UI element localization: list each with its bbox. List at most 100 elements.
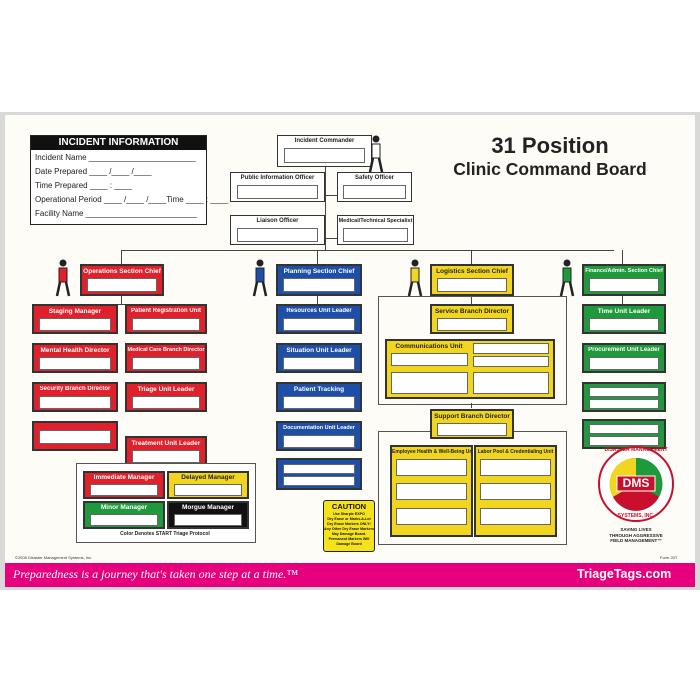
finance-chief-slot[interactable] xyxy=(589,278,659,292)
delayed-manager-box[interactable]: Delayed Manager xyxy=(167,471,249,499)
logistics-chief-slot[interactable] xyxy=(437,278,507,292)
documentation-unit-slot[interactable] xyxy=(283,435,355,448)
medtech-specialist-slot[interactable] xyxy=(343,228,408,242)
comm-slot-4[interactable] xyxy=(391,372,468,394)
patient-registration-box[interactable]: Patient Registration Unit xyxy=(125,304,207,334)
person-icon-logistics xyxy=(405,259,425,302)
footer-slogan: Preparedness is a journey that's taken o… xyxy=(13,567,299,581)
staging-manager-box[interactable]: Staging Manager xyxy=(32,304,118,334)
finance-blank-slot-1a[interactable] xyxy=(589,387,659,397)
time-unit-box[interactable]: Time Unit Leader xyxy=(582,304,666,334)
triage-unit-box[interactable]: Triage Unit Leader xyxy=(125,382,207,412)
medical-care-slot[interactable] xyxy=(132,357,200,370)
time-prepared-field[interactable]: Time Prepared ____ : ____ xyxy=(35,181,133,190)
situation-unit-slot[interactable] xyxy=(283,357,355,370)
planning-blank-box[interactable] xyxy=(276,458,362,490)
pio-box[interactable]: Public Information Officer xyxy=(230,172,325,202)
minor-manager-box[interactable]: Minor Manager xyxy=(83,501,165,529)
service-branch-slot[interactable] xyxy=(437,318,507,331)
security-branch-box[interactable]: Security Branch Director xyxy=(32,382,118,412)
planning-blank-slot-2[interactable] xyxy=(283,476,355,486)
safety-officer-box[interactable]: Safety Officer xyxy=(337,172,412,202)
finance-blank-box-1[interactable] xyxy=(582,382,666,412)
date-prepared-field[interactable]: Date Prepared ____ /____ /____ xyxy=(35,167,152,176)
logistics-chief-box[interactable]: Logistics Section Chief xyxy=(430,264,514,296)
immediate-manager-box[interactable]: Immediate Manager xyxy=(83,471,165,499)
patient-tracking-box[interactable]: Patient Tracking xyxy=(276,382,362,412)
employee-health-slot-1[interactable] xyxy=(396,459,467,476)
service-branch-box[interactable]: Service Branch Director xyxy=(430,304,514,334)
planning-chief-box[interactable]: Planning Section Chief xyxy=(276,264,362,296)
operational-period-field[interactable]: Operational Period ____ /____ /____Time … xyxy=(35,195,229,204)
minor-manager-slot[interactable] xyxy=(90,514,158,526)
medtech-specialist-box[interactable]: Medical/Technical Specialist xyxy=(337,215,414,245)
treatment-unit-box[interactable]: Treatment Unit Leader xyxy=(125,436,207,466)
operations-chief-label: Operations Section Chief xyxy=(83,268,161,275)
procurement-unit-slot[interactable] xyxy=(589,357,659,370)
support-branch-box[interactable]: Support Branch Director xyxy=(430,409,514,439)
operations-chief-slot[interactable] xyxy=(87,278,157,292)
caution-line-1: Use Sharpie EXPO xyxy=(333,512,365,516)
ops-blank-box[interactable] xyxy=(32,421,118,451)
ops-blank-slot[interactable] xyxy=(39,430,111,444)
medical-care-box[interactable]: Medical Care Branch Director xyxy=(125,343,207,373)
employee-health-slot-3[interactable] xyxy=(396,508,467,525)
comm-slot-1[interactable] xyxy=(391,353,468,366)
support-connector xyxy=(471,403,472,408)
comm-slot-5[interactable] xyxy=(473,372,549,394)
patient-tracking-slot[interactable] xyxy=(283,396,355,409)
treatment-unit-slot[interactable] xyxy=(132,450,200,463)
incident-name-field[interactable]: Incident Name ________________________ xyxy=(35,153,196,162)
incident-info-header: INCIDENT INFORMATION xyxy=(31,136,206,150)
employee-health-slot-2[interactable] xyxy=(396,483,467,500)
liaison-officer-box[interactable]: Liaison Officer xyxy=(230,215,325,245)
facility-name-field[interactable]: Facility Name _________________________ xyxy=(35,209,197,218)
mental-health-slot[interactable] xyxy=(39,357,111,370)
labor-pool-box[interactable]: Labor Pool & Credentialing Unit xyxy=(474,445,557,537)
pio-slot[interactable] xyxy=(237,185,318,199)
liaison-officer-slot[interactable] xyxy=(237,228,318,242)
finance-blank-slot-1b[interactable] xyxy=(589,399,659,409)
support-branch-slot[interactable] xyxy=(437,423,507,436)
medtech-connector xyxy=(325,238,337,239)
operations-chief-box[interactable]: Operations Section Chief xyxy=(80,264,164,296)
finance-blank-slot-2b[interactable] xyxy=(589,436,659,446)
patient-tracking-label: Patient Tracking xyxy=(293,386,345,393)
planning-chief-slot[interactable] xyxy=(283,278,355,292)
comm-slot-2[interactable] xyxy=(473,343,549,354)
staging-manager-slot[interactable] xyxy=(39,318,111,331)
morgue-manager-box[interactable]: Morgue Manager xyxy=(167,501,249,529)
resources-unit-box[interactable]: Resources Unit Leader xyxy=(276,304,362,334)
documentation-unit-box[interactable]: Documentation Unit Leader xyxy=(276,421,362,451)
incident-commander-box[interactable]: Incident Commander xyxy=(277,135,372,167)
immediate-manager-slot[interactable] xyxy=(90,484,158,496)
security-branch-slot[interactable] xyxy=(39,396,111,409)
situation-unit-box[interactable]: Situation Unit Leader xyxy=(276,343,362,373)
procurement-unit-label: Procurement Unit Leader xyxy=(588,347,660,353)
resources-unit-slot[interactable] xyxy=(283,318,355,331)
triage-unit-slot[interactable] xyxy=(132,396,200,409)
mental-health-box[interactable]: Mental Health Director xyxy=(32,343,118,373)
labor-pool-slot-2[interactable] xyxy=(480,483,551,500)
safety-officer-slot[interactable] xyxy=(343,185,406,199)
delayed-manager-slot[interactable] xyxy=(174,484,242,496)
communications-unit-box[interactable]: Communications Unit xyxy=(385,339,555,399)
employee-health-box[interactable]: Employee Health & Well-Being Unit xyxy=(390,445,473,537)
morgue-manager-slot[interactable] xyxy=(174,514,242,526)
labor-pool-slot-3[interactable] xyxy=(480,508,551,525)
footer-website[interactable]: TriageTags.com xyxy=(577,567,672,581)
footer-bar: Preparedness is a journey that's taken o… xyxy=(5,563,695,587)
caution-header: CAUTION xyxy=(331,502,367,511)
patient-registration-slot[interactable] xyxy=(132,318,200,331)
person-icon-finance xyxy=(557,259,577,302)
comm-slot-3[interactable] xyxy=(473,356,549,367)
incident-commander-slot[interactable] xyxy=(284,148,365,163)
procurement-unit-box[interactable]: Procurement Unit Leader xyxy=(582,343,666,373)
finance-chief-box[interactable]: Finance/Admin. Section Chief xyxy=(582,264,666,296)
planning-blank-slot-1[interactable] xyxy=(283,464,355,474)
time-unit-slot[interactable] xyxy=(589,318,659,331)
finance-blank-slot-2a[interactable] xyxy=(589,424,659,434)
resources-unit-label: Resources Unit Leader xyxy=(286,308,352,314)
delayed-manager-label: Delayed Manager xyxy=(181,474,235,481)
labor-pool-slot-1[interactable] xyxy=(480,459,551,476)
